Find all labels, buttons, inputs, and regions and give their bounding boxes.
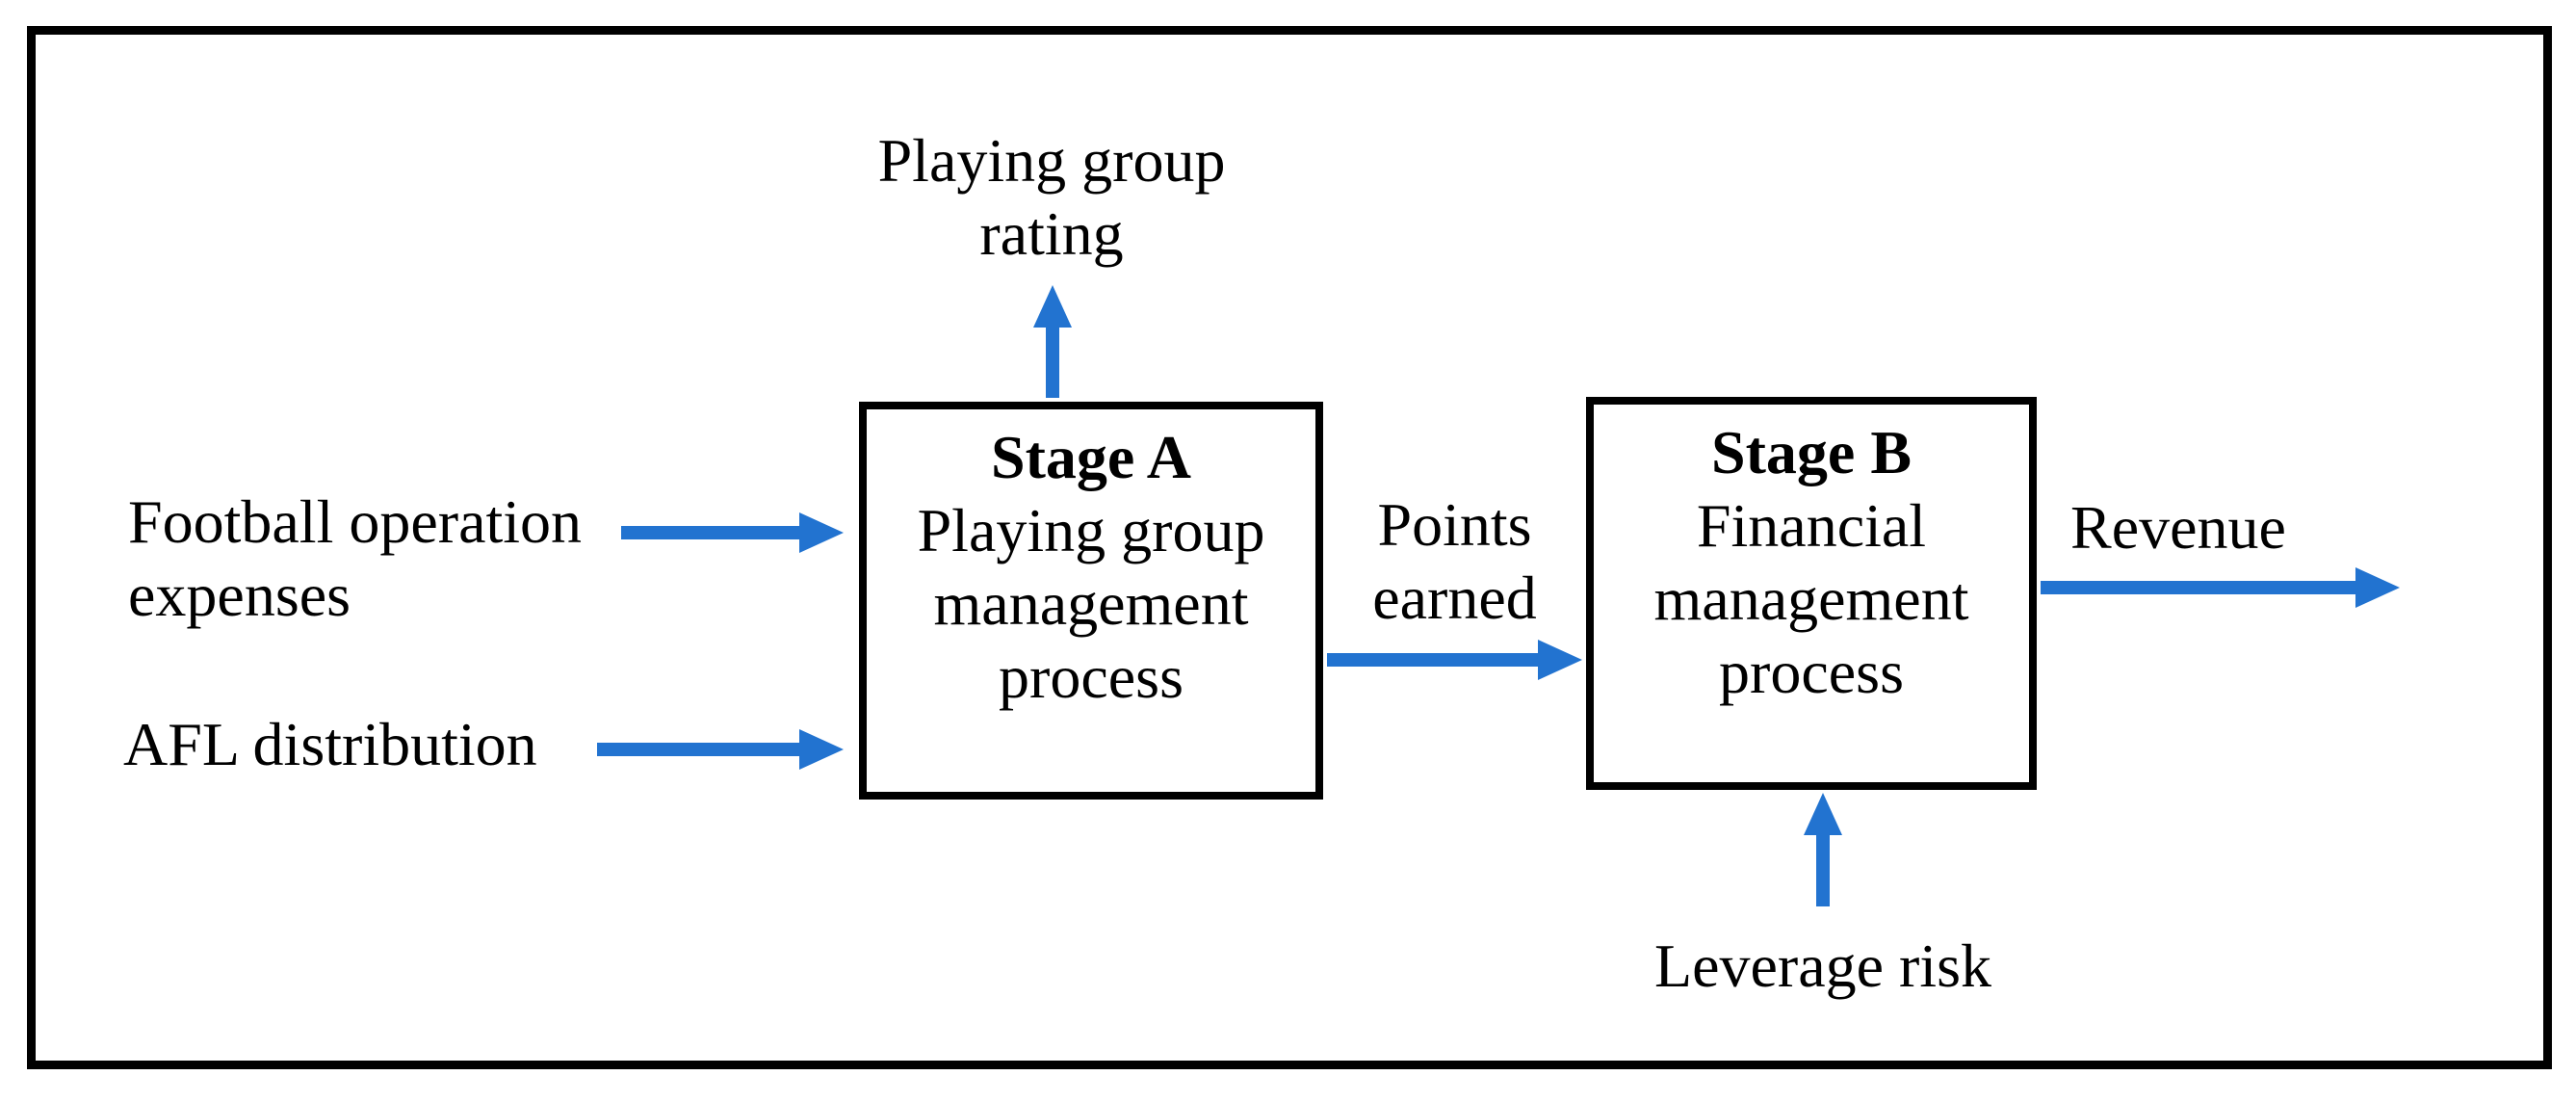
outer-frame [27, 26, 2552, 1069]
football-operation-expenses-label: Football operation expenses [128, 485, 582, 632]
stage-a-box: Stage A Playing group management process [859, 402, 1323, 800]
points-earned-line-2: earned [1372, 564, 1537, 632]
points-earned-label: Points earned [1327, 488, 1582, 635]
stage-a-line-3: process [999, 643, 1184, 711]
football-operation-line-1: Football operation [128, 487, 583, 556]
points-earned-line-1: Points [1377, 490, 1532, 559]
stage-b-line-1: Financial [1696, 491, 1927, 560]
stage-a-line-2: management [933, 569, 1249, 638]
leverage-risk-label: Leverage risk [1653, 931, 1992, 1000]
playing-group-rating-line-1: Playing group [877, 126, 1226, 195]
stage-b-title: Stage B [1711, 418, 1912, 486]
playing-group-rating-line-2: rating [979, 199, 1124, 268]
stage-a-title: Stage A [991, 423, 1191, 491]
football-operation-line-2: expenses [128, 561, 351, 629]
revenue-label: Revenue [2070, 493, 2286, 562]
afl-distribution-label: AFL distribution [123, 710, 537, 778]
playing-group-rating-label: Playing group rating [811, 124, 1292, 271]
stage-b-line-2: management [1653, 564, 1969, 633]
stage-b-box: Stage B Financial management process [1586, 397, 2037, 790]
stage-b-line-3: process [1719, 638, 1904, 706]
stage-a-line-1: Playing group [917, 496, 1265, 564]
